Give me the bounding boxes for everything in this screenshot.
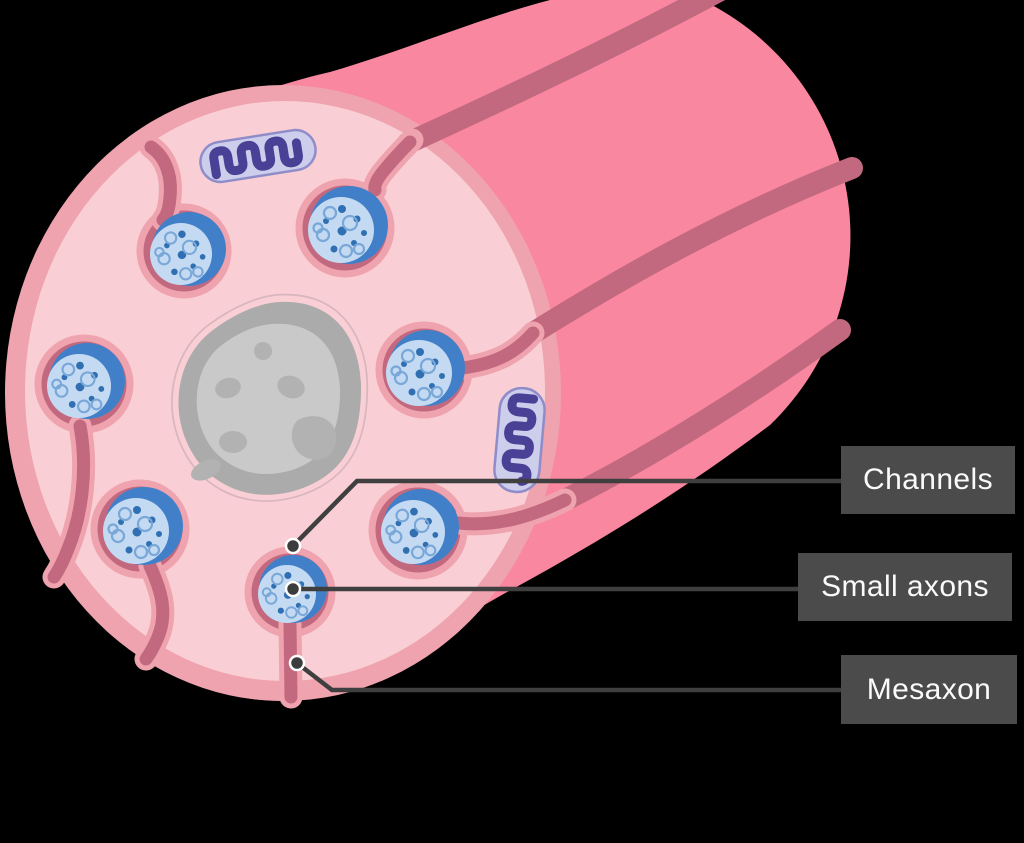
label-channels-text: Channels: [863, 463, 993, 496]
channel-groove: [139, 559, 170, 666]
membrane-channels: [42, 128, 577, 709]
channel-groove: [47, 419, 91, 584]
groove-top: [397, 0, 726, 154]
leader-dots: [284, 537, 306, 672]
mitochondrion-cristae: [209, 136, 303, 180]
small-axon: [150, 212, 226, 286]
small-axon: [386, 330, 465, 406]
small-axon: [47, 343, 125, 419]
nucleus-spots: [191, 342, 337, 481]
leader-lines: [291, 478, 842, 693]
leader-line-mesaxon: [295, 661, 842, 693]
channel-groove: [456, 326, 540, 375]
leader-dot-mesaxon: [288, 654, 306, 672]
schwann-cell-nucleus: [171, 293, 369, 502]
channel-groove: [144, 140, 177, 227]
channel-groove: [451, 493, 572, 531]
label-small-axons-text: Small axons: [821, 570, 989, 603]
leader-dot-small-axons: [284, 580, 302, 598]
small-axon: [308, 186, 388, 264]
label-mesaxon-text: Mesaxon: [866, 672, 992, 706]
label-small-axons: Small axons: [798, 553, 1012, 621]
channel-groove: [368, 135, 417, 197]
leader-dot-channels: [284, 537, 302, 555]
mitochondrion-right: [493, 386, 546, 494]
leader-line-channels: [291, 478, 841, 548]
label-channels: Channels: [841, 446, 1015, 514]
groove-middle: [522, 157, 863, 344]
small-axon: [103, 487, 183, 565]
small-axon: [381, 489, 459, 565]
mitochondrion-top: [199, 128, 317, 184]
nucleus-halo: [171, 293, 369, 502]
label-mesaxon: Mesaxon: [841, 655, 1017, 724]
mitochondrion-cristae: [501, 393, 539, 486]
